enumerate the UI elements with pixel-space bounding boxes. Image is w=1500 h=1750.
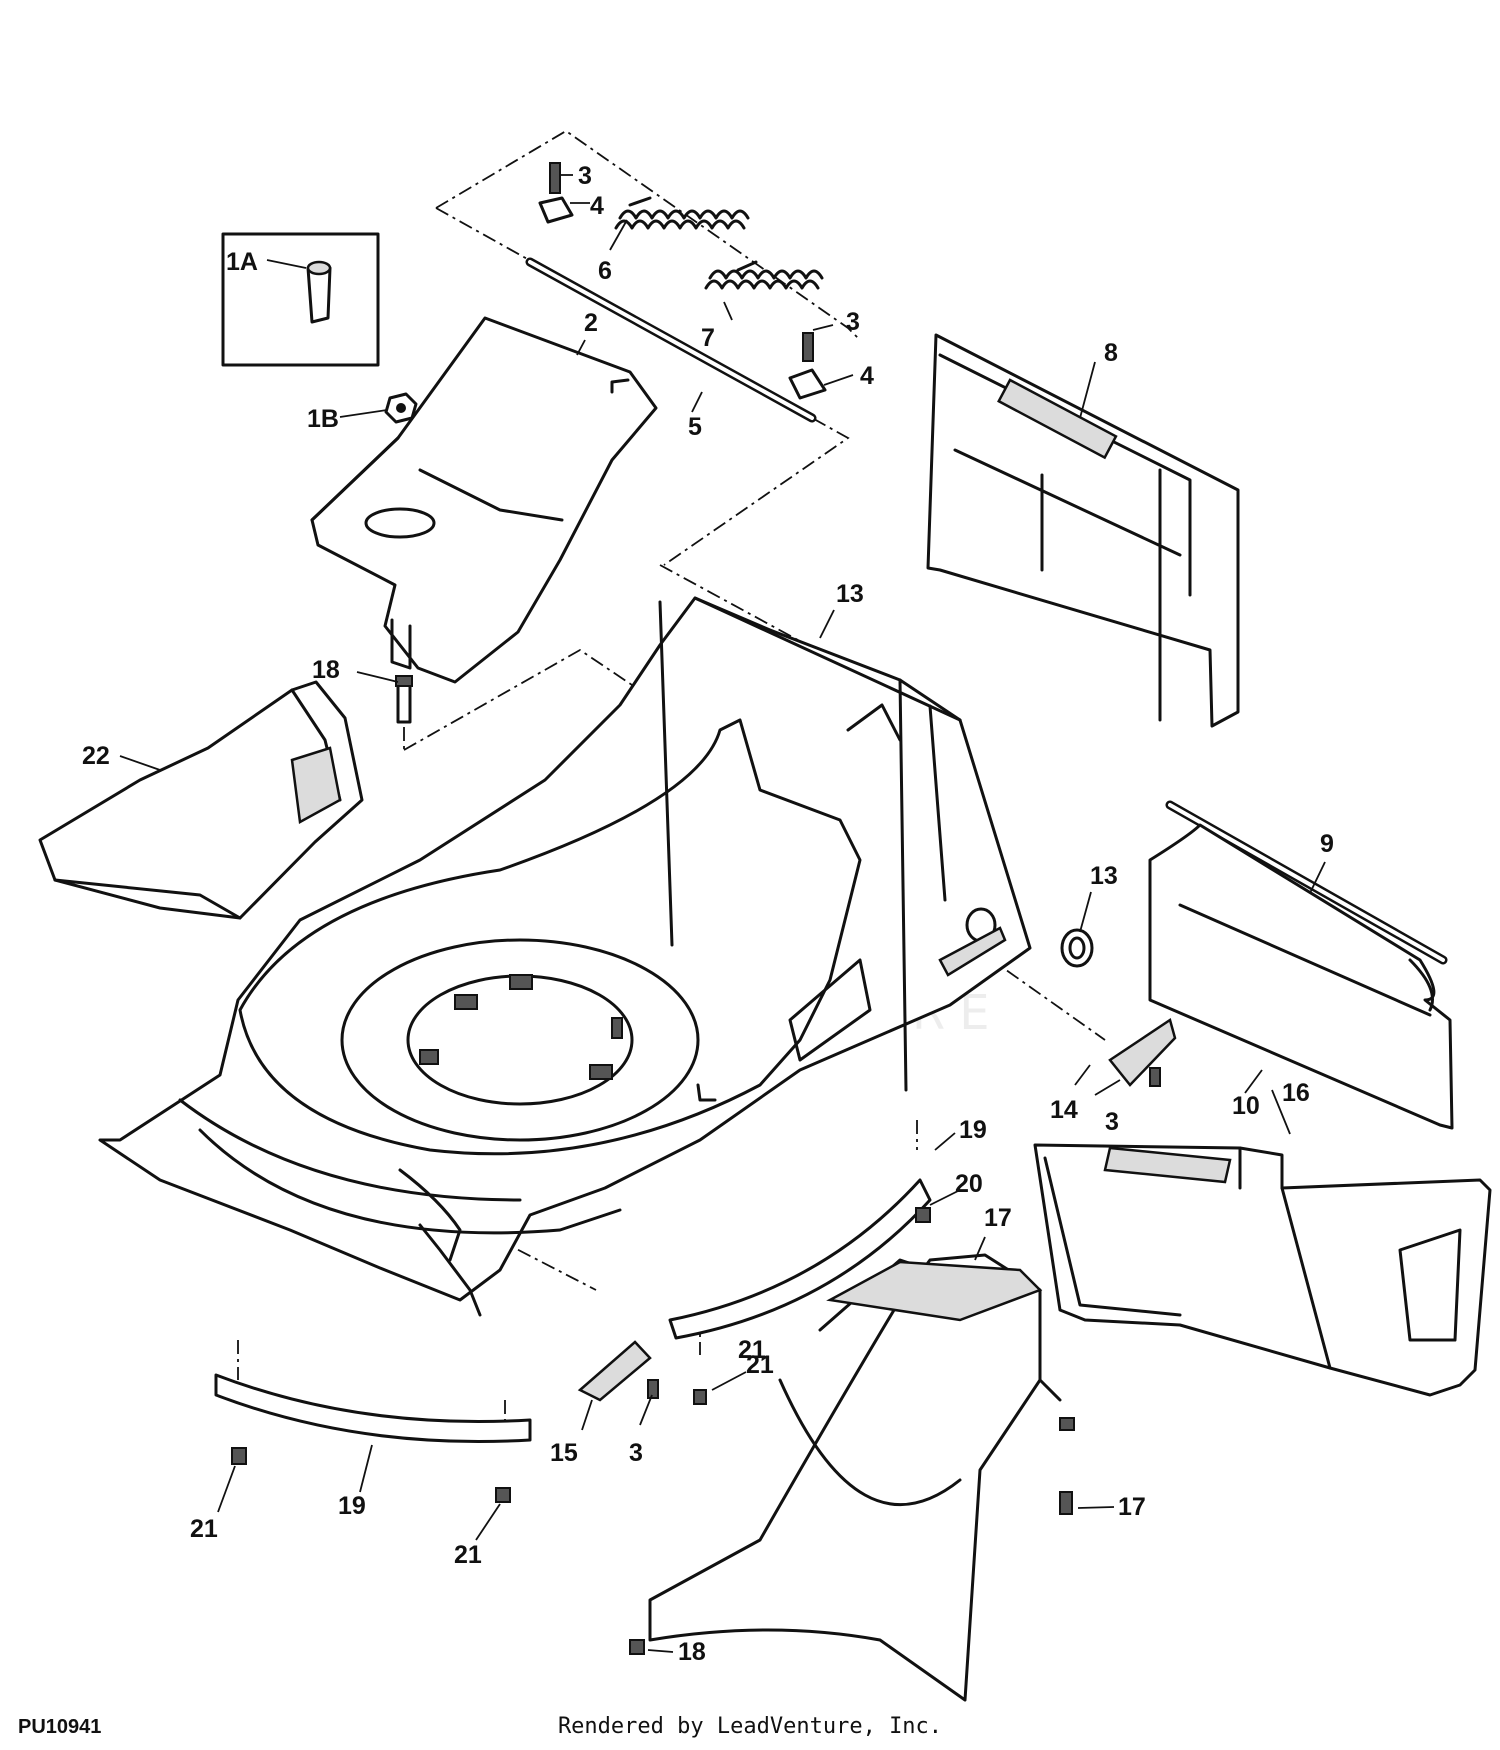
callout-20: 20: [955, 1170, 983, 1198]
callout-4: 4: [590, 192, 604, 220]
callout-10: 10: [1232, 1092, 1260, 1120]
callout-3: 3: [578, 162, 592, 190]
callout-19: 19: [338, 1492, 366, 1520]
callout-21: 21: [190, 1515, 218, 1543]
figure-id: PU10941: [18, 1716, 102, 1738]
callout-labels: 3 4 6 1A 1B 2 5 7 3 4 8 13 18 22 9 13 10…: [82, 162, 1334, 1666]
part-rear-door: [926, 333, 1240, 728]
part-screws-top: [538, 162, 827, 400]
callout-9: 9: [1320, 830, 1334, 858]
callout-3: 3: [629, 1439, 643, 1467]
part-rod-5: [525, 257, 817, 423]
callout-21: 21: [454, 1541, 482, 1569]
callout-18: 18: [678, 1638, 706, 1666]
callout-22: 22: [82, 742, 110, 770]
part-stud-16: [395, 675, 413, 724]
callout-1a: 1A: [226, 248, 258, 276]
part-scraper-strips: [214, 1178, 932, 1444]
callout-21: 21: [738, 1336, 766, 1364]
callout-21: 21: [746, 1351, 774, 1379]
callout-12: 13: [1090, 862, 1118, 890]
part-height-adjuster: [577, 926, 1177, 1402]
callout-19: 19: [959, 1116, 987, 1144]
callout-3: 3: [846, 308, 860, 336]
credit-line: Rendered by LeadVenture, Inc.: [557, 1714, 943, 1739]
callout-16: 18: [312, 656, 340, 684]
inset-box-1a: [221, 232, 380, 367]
part-bag-frame: [1033, 1143, 1492, 1397]
part-main-deck: [98, 596, 1032, 1317]
callout-1b: 1B: [307, 405, 339, 433]
callout-6: 6: [598, 257, 612, 285]
part-side-chute: [38, 680, 364, 920]
part-mulch-plate-10: [1148, 823, 1454, 1130]
callout-13: 14: [1050, 1096, 1078, 1124]
callout-13: 15: [550, 1439, 578, 1467]
callout-5: 5: [688, 413, 702, 441]
callout-17: 17: [1118, 1493, 1146, 1521]
part-fasteners: [231, 1207, 1075, 1655]
callout-2: 2: [584, 309, 598, 337]
part-bushing-12: [965, 907, 1094, 968]
part-grass-bag: [648, 1253, 1062, 1702]
leader-lines: [119, 174, 1326, 1653]
callout-15: 17: [984, 1204, 1012, 1232]
callout-11: 13: [836, 580, 864, 608]
callout-4: 4: [860, 362, 874, 390]
part-springs: [614, 196, 824, 290]
part-rod-9: [1165, 800, 1448, 965]
callout-8: 8: [1104, 339, 1118, 367]
callout-14: 16: [1282, 1079, 1310, 1107]
part-nut-1b: [384, 392, 418, 424]
callout-3: 3: [1105, 1108, 1119, 1136]
part-upper-cover: [310, 316, 658, 684]
callout-7: 7: [701, 324, 715, 352]
